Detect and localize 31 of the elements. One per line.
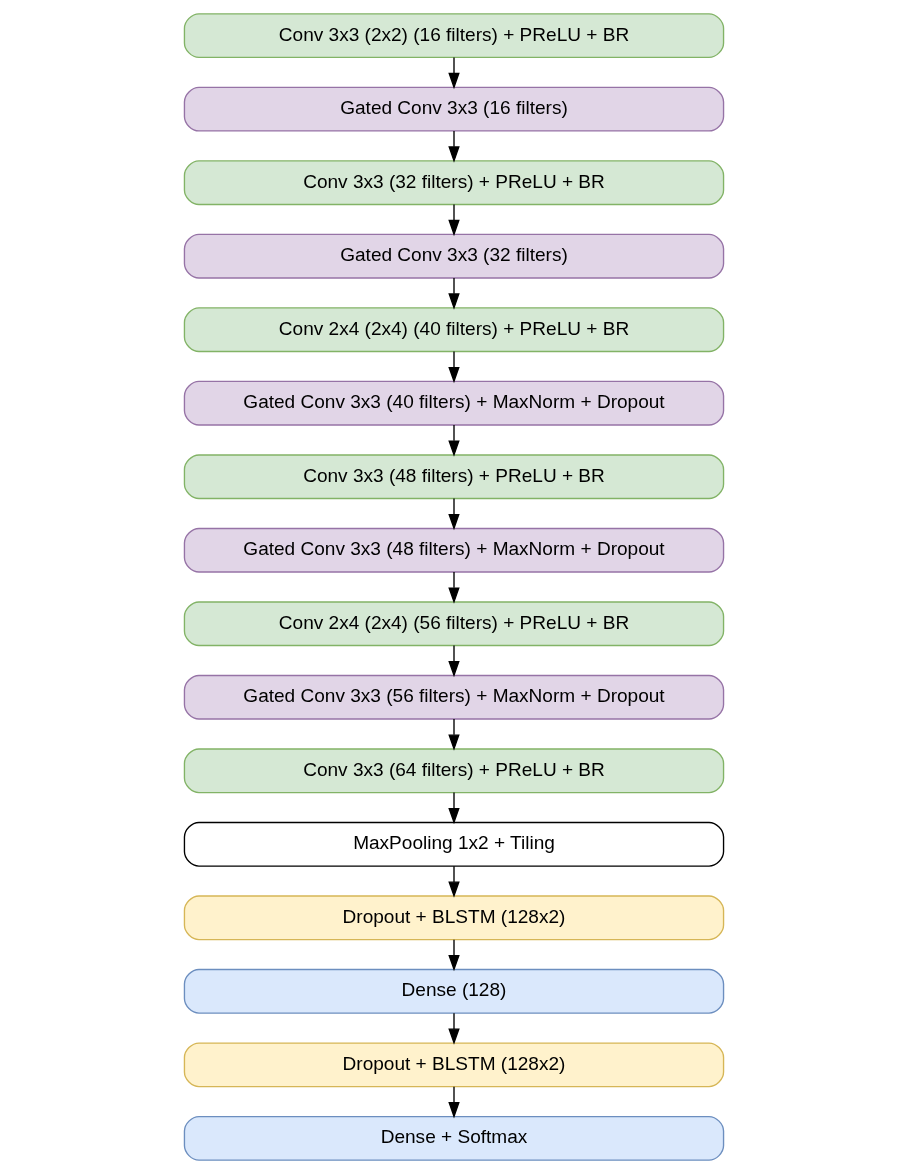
node-box: Gated Conv 3x3 (56 filters) + MaxNorm + Dropout [183, 674, 725, 720]
arrow [448, 865, 460, 898]
node-box: Gated Conv 3x3 (16 filters) [183, 86, 725, 132]
arrow [448, 277, 460, 310]
arrow [448, 791, 460, 825]
node-box: Dropout + BLSTM (128x2) [183, 895, 725, 941]
arrow [448, 644, 460, 678]
arrow [448, 718, 460, 751]
node-box: Conv 3x3 (32 filters) + PReLU + BR [183, 160, 725, 206]
node-box: MaxPooling 1x2 + Tiling [183, 821, 725, 867]
node-box: Gated Conv 3x3 (48 filters) + MaxNorm + Dropout [183, 527, 725, 573]
node-box: Dense (128) [183, 968, 725, 1014]
node-box: Dense + Softmax [183, 1115, 725, 1161]
arrow [448, 56, 460, 90]
arrow [448, 571, 460, 604]
arrow [448, 1012, 460, 1045]
node-box: Dropout + BLSTM (128x2) [183, 1042, 725, 1088]
arrow [448, 130, 460, 163]
arrow [448, 203, 460, 237]
arrow [448, 424, 460, 457]
node-box: Conv 3x3 (64 filters) + PReLU + BR [183, 748, 725, 794]
node-box: Conv 3x3 (48 filters) + PReLU + BR [183, 454, 725, 500]
arrow [448, 350, 460, 384]
arrow [448, 497, 460, 531]
node-box: Gated Conv 3x3 (32 filters) [183, 233, 725, 279]
arrow [448, 938, 460, 972]
node-box: Gated Conv 3x3 (40 filters) + MaxNorm + Dropout [183, 380, 725, 426]
arrow [448, 1086, 460, 1119]
node-box: Conv 3x3 (2x2) (16 filters) + PReLU + BR [183, 13, 725, 59]
node-box: Conv 2x4 (2x4) (40 filters) + PReLU + BR [183, 307, 725, 353]
node-box: Conv 2x4 (2x4) (56 filters) + PReLU + BR [183, 601, 725, 647]
